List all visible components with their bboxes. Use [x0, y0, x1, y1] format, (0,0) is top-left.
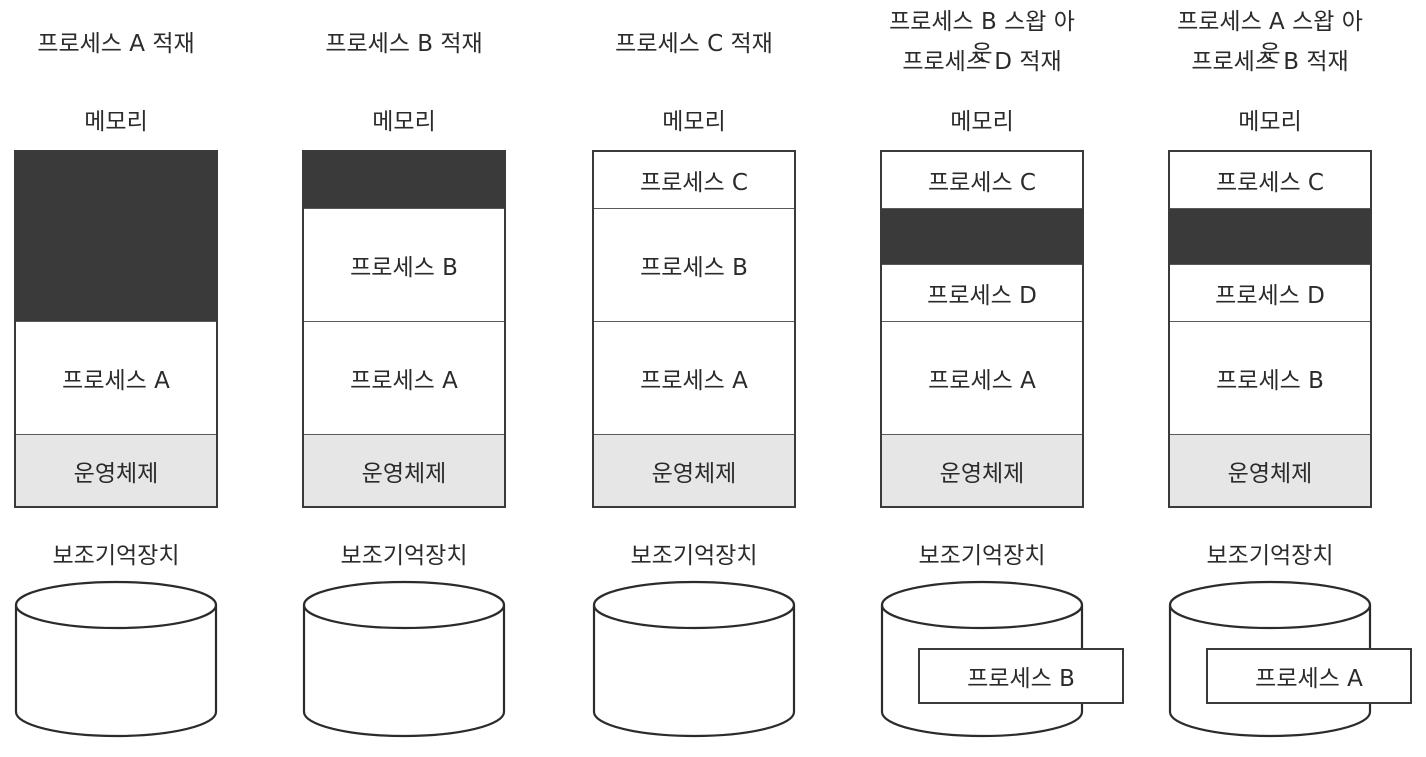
process-slot: 프로세스 A	[16, 322, 216, 436]
process-slot: 프로세스 A	[304, 322, 504, 436]
memory-label: 메모리	[950, 109, 1014, 135]
storage-label: 보조기억장치	[1206, 543, 1334, 569]
step-title: 프로세스 B 적재	[325, 31, 483, 57]
free-memory-slot	[1170, 208, 1370, 266]
step-title: 프로세스 B 적재	[1191, 49, 1349, 75]
storage-label: 보조기억장치	[918, 543, 1046, 569]
process-slot: 프로세스 C	[594, 152, 794, 209]
process-slot: 프로세스 D	[882, 265, 1082, 322]
process-slot: 프로세스 B	[594, 209, 794, 322]
process-slot: 프로세스 D	[1170, 265, 1370, 322]
os-slot: 운영체제	[594, 435, 794, 506]
storage-label: 보조기억장치	[630, 543, 758, 569]
memory-label: 메모리	[84, 109, 148, 135]
step-title: 프로세스 C 적재	[615, 31, 773, 57]
process-slot: 프로세스 B	[304, 209, 504, 322]
process-slot: 프로세스 A	[594, 322, 794, 436]
swapped-out-process: 프로세스 B	[918, 648, 1124, 704]
storage-cylinder-icon	[592, 580, 796, 740]
step-title: 프로세스 B 스왑 아웃	[889, 9, 1075, 67]
os-slot: 운영체제	[16, 435, 216, 506]
process-slot: 프로세스 C	[882, 152, 1082, 209]
memory-label: 메모리	[372, 109, 436, 135]
free-memory-slot	[304, 152, 504, 209]
storage-cylinder-icon	[302, 580, 506, 740]
os-slot: 운영체제	[882, 435, 1082, 506]
step-title: 프로세스 A 스왑 아웃	[1177, 9, 1363, 67]
os-slot: 운영체제	[304, 435, 504, 506]
storage-label: 보조기억장치	[340, 543, 468, 569]
swapped-out-process: 프로세스 A	[1206, 648, 1412, 704]
step-title: 프로세스 D 적재	[902, 49, 1062, 75]
process-slot: 프로세스 C	[1170, 152, 1370, 209]
memory-label: 메모리	[1238, 109, 1302, 135]
free-memory-slot	[882, 208, 1082, 266]
step-title: 프로세스 A 적재	[37, 31, 195, 57]
free-memory-slot	[16, 152, 216, 322]
process-slot: 프로세스 A	[882, 322, 1082, 436]
process-slot: 프로세스 B	[1170, 322, 1370, 436]
storage-label: 보조기억장치	[52, 543, 180, 569]
storage-cylinder-icon	[14, 580, 218, 740]
memory-label: 메모리	[662, 109, 726, 135]
os-slot: 운영체제	[1170, 435, 1370, 506]
